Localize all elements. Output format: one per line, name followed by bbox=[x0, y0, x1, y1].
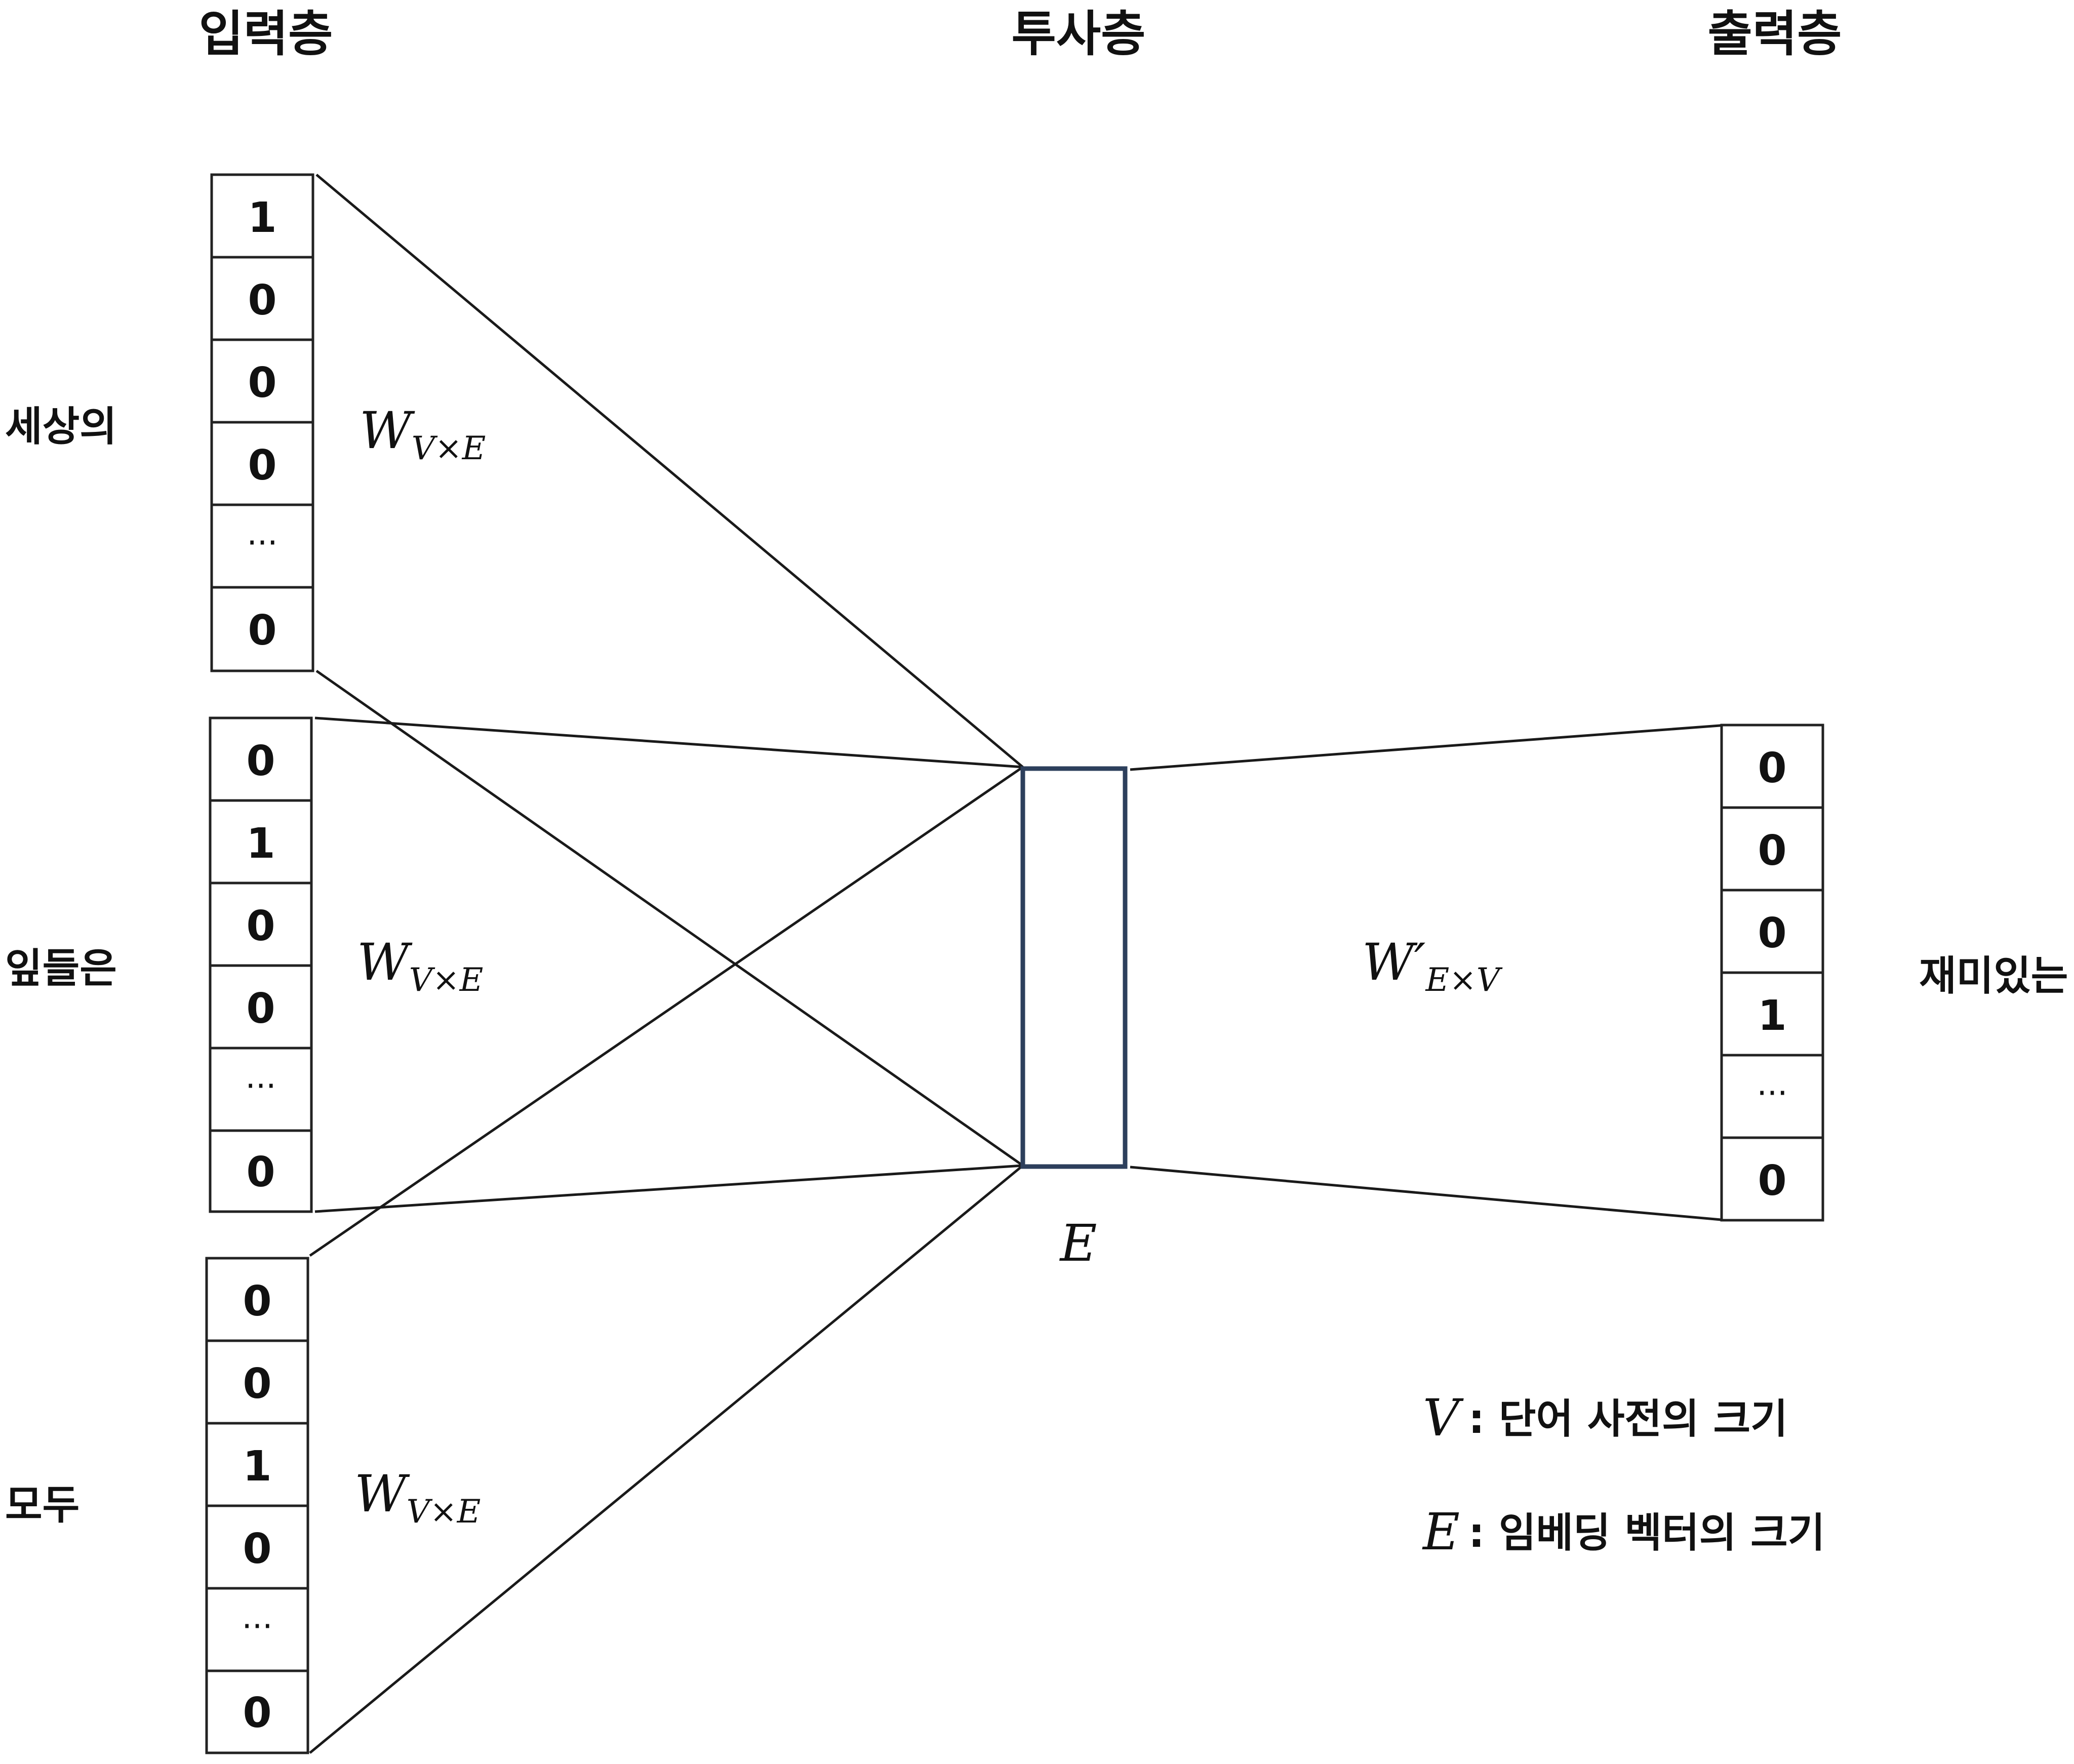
vector-cell-value: 1 bbox=[243, 1442, 271, 1491]
vector-cell-value: 0 bbox=[246, 902, 275, 950]
vector-cell-value: 0 bbox=[1758, 1157, 1786, 1205]
vector-cell-value: 0 bbox=[248, 359, 276, 407]
vector-cell-value: 0 bbox=[246, 985, 275, 1033]
vector-cell-value: 0 bbox=[1758, 827, 1786, 875]
vector-cell-value: 1 bbox=[248, 194, 276, 242]
projection-box bbox=[1020, 766, 1128, 1169]
vector-cell-ellipsis: ··· bbox=[247, 525, 277, 562]
output-layer-title: 출력층 bbox=[1708, 6, 1842, 62]
input-word-1: 세상의 bbox=[5, 403, 117, 450]
output-word: 재미있는 bbox=[1919, 952, 2068, 999]
vector-cell-value: 0 bbox=[248, 276, 276, 325]
vector-cell-ellipsis: ··· bbox=[245, 1068, 276, 1105]
vector-cell-value: 0 bbox=[1758, 744, 1786, 792]
projection-label: E bbox=[1059, 1214, 1097, 1273]
vector-cell-value: 0 bbox=[248, 607, 276, 655]
input-vector-2: 0 1 0 0 ··· 0 bbox=[209, 716, 313, 1213]
input-vector-3: 0 0 1 0 ··· 0 bbox=[205, 1257, 309, 1754]
vector-cell-value: 0 bbox=[1758, 909, 1786, 957]
vector-cell-value: 0 bbox=[246, 737, 275, 785]
input-word-3: 모두 bbox=[5, 1481, 79, 1529]
legend-symbol-v: V bbox=[1423, 1388, 1464, 1448]
legend: V : 단어 사전의 크기 E : 임베딩 벡터의 크기 bbox=[1422, 1388, 1825, 1561]
vector-cell-value: 0 bbox=[243, 1360, 271, 1408]
legend-symbol-e: E bbox=[1422, 1502, 1460, 1561]
output-vector: 0 0 0 1 ··· 0 bbox=[1720, 724, 1824, 1222]
input-layer-title: 입력층 bbox=[199, 6, 333, 62]
vector-cell-value: 1 bbox=[1758, 992, 1786, 1040]
vector-cell-value: 0 bbox=[243, 1277, 271, 1326]
output-weight-label: W′E×V bbox=[1362, 933, 1503, 999]
vector-cell-value: 1 bbox=[246, 820, 275, 868]
legend-text-e: : 임베딩 벡터의 크기 bbox=[1468, 1509, 1825, 1556]
weight-label-2: WV×E bbox=[357, 933, 483, 999]
vector-cell-ellipsis: ··· bbox=[242, 1608, 272, 1646]
input-word-2: 잎들은 bbox=[5, 945, 117, 992]
vector-cell-value: 0 bbox=[243, 1525, 271, 1573]
projection-layer-title: 투사층 bbox=[1012, 6, 1146, 62]
weight-label-1: WV×E bbox=[360, 401, 486, 467]
connections bbox=[309, 174, 1727, 1754]
vector-cell-ellipsis: ··· bbox=[1757, 1075, 1787, 1112]
weight-label-3: WV×E bbox=[354, 1464, 481, 1531]
vector-cell-value: 0 bbox=[243, 1689, 271, 1737]
vector-cell-value: 0 bbox=[248, 442, 276, 490]
vector-cell-value: 0 bbox=[246, 1148, 275, 1196]
legend-text-v: : 단어 사전의 크기 bbox=[1468, 1395, 1788, 1442]
input-vector-1: 1 0 0 0 ··· 0 bbox=[210, 173, 314, 672]
